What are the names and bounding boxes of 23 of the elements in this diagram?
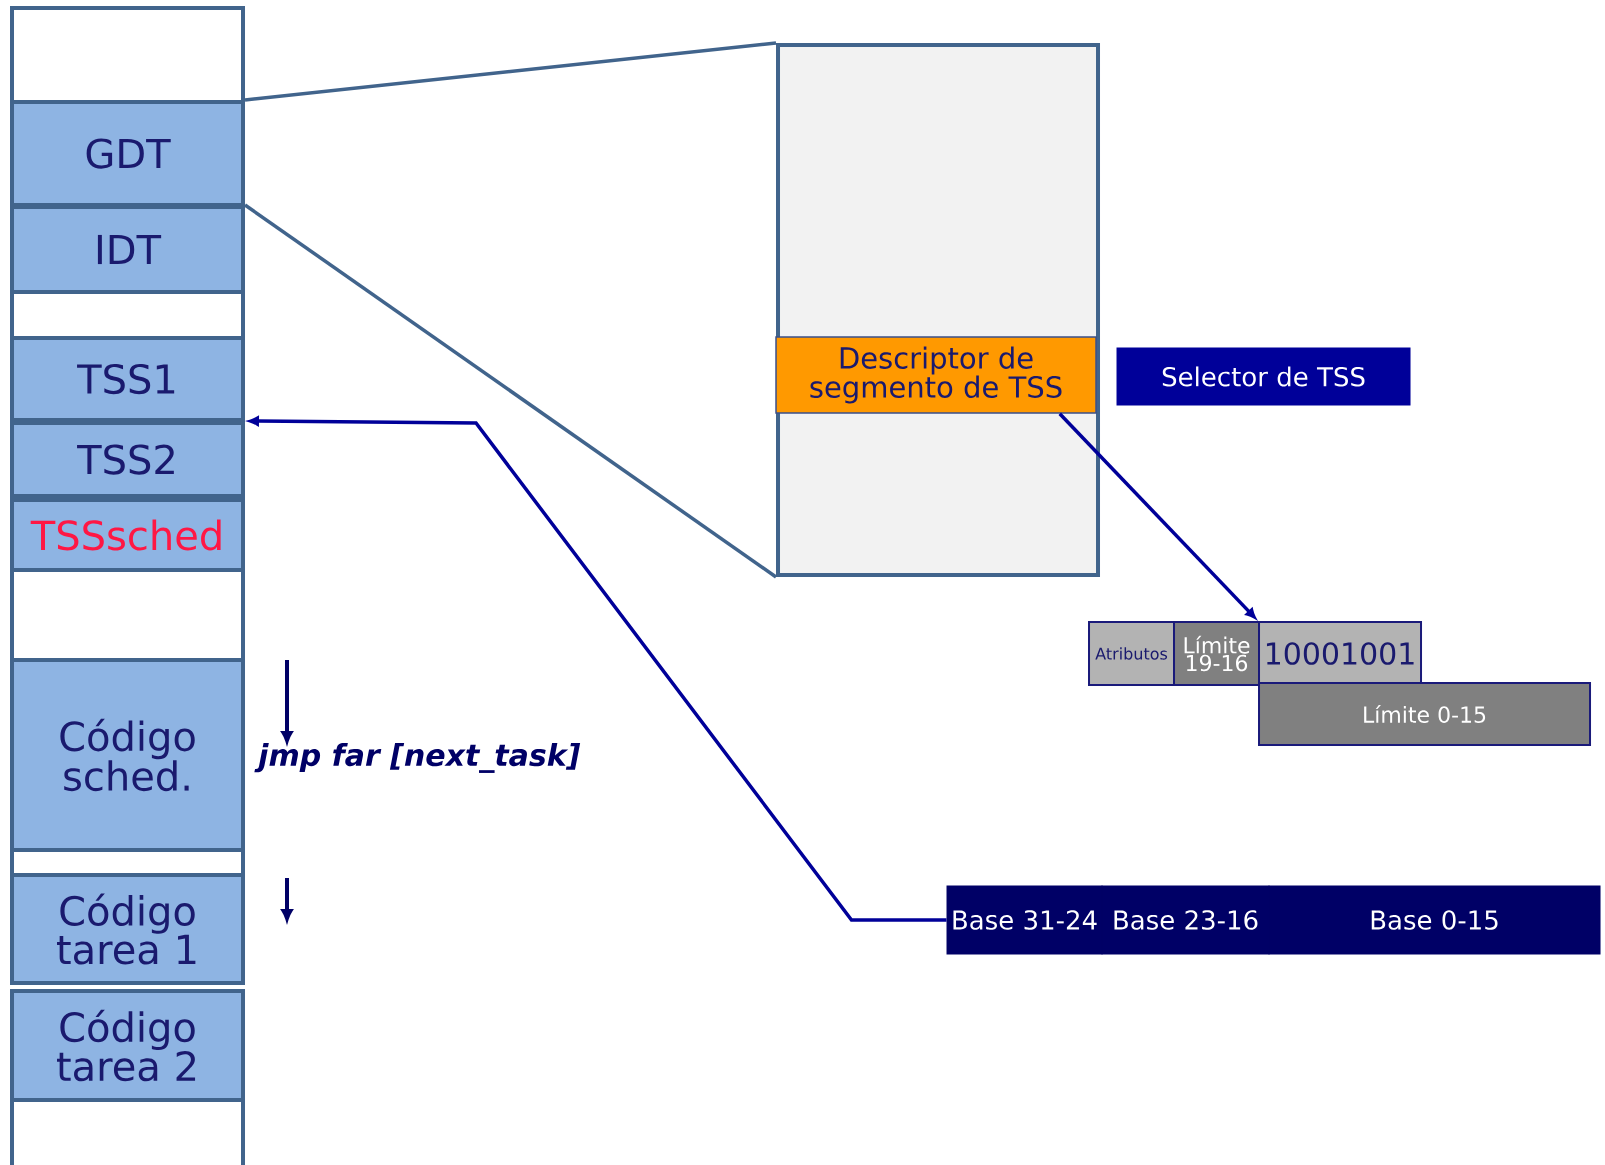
field-cell: Base 0-15	[1268, 885, 1601, 955]
memory-block: TSS2	[10, 421, 245, 498]
field-cell: 10001001	[1258, 621, 1422, 686]
field-cell: Límite 0-15	[1258, 682, 1591, 746]
code-label: jmp far [next_task]	[254, 743, 581, 773]
memory-block: TSS1	[10, 336, 245, 422]
arrow	[248, 416, 947, 922]
memory-block	[10, 1098, 245, 1165]
field-cell: Límite 19-16	[1173, 621, 1260, 686]
memory-block: Código tarea 2	[10, 989, 245, 1102]
field-cell: Atributos	[1088, 621, 1175, 686]
memory-block: GDT	[10, 100, 245, 207]
memory-block: Código sched.	[10, 658, 245, 852]
arrow	[1058, 412, 1256, 619]
connector-line	[244, 41, 777, 102]
memory-block: IDT	[10, 205, 245, 294]
memory-block: Código tarea 1	[10, 873, 245, 985]
descriptor-band: Descriptor de segmento de TSS	[775, 336, 1097, 414]
selector-box: Selector de TSS	[1116, 347, 1411, 406]
memory-block: TSSsched	[10, 498, 245, 572]
connector-line	[244, 203, 777, 579]
field-cell: Base 23-16	[1101, 885, 1270, 955]
field-cell: Base 31-24	[946, 885, 1103, 955]
